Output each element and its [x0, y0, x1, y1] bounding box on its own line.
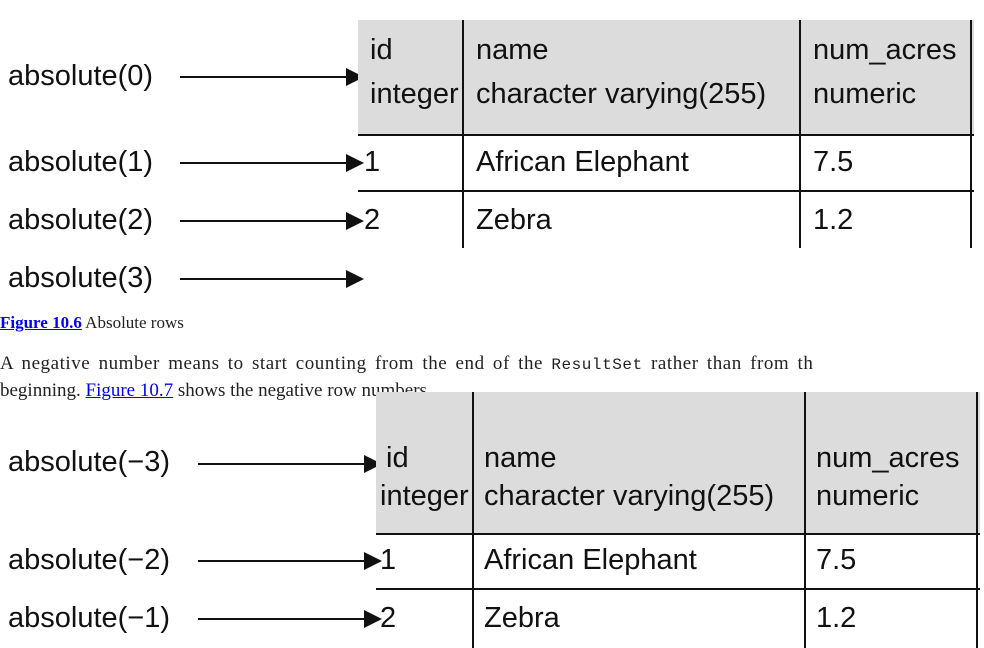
column-type-num-acres: numeric: [813, 78, 917, 110]
table-cell-id: 2: [380, 602, 397, 634]
column-divider: [970, 20, 972, 248]
arrow-label-absolute-3: absolute(3): [8, 262, 154, 294]
column-type-id: integer: [370, 78, 459, 110]
column-header-id: id: [370, 34, 393, 66]
result-set-table: id integer name character varying(255) n…: [358, 20, 974, 248]
arrow-line: [180, 278, 350, 280]
arrow-head-icon: [364, 610, 382, 628]
table-cell-id: 1: [380, 544, 397, 576]
inline-code: ResultSet: [551, 356, 643, 374]
figure-ref-link[interactable]: Figure 10.6: [0, 313, 82, 332]
arrow-label-absolute-0: absolute(0): [8, 60, 154, 92]
arrow-line: [198, 560, 368, 562]
table-cell-id: 2: [364, 204, 381, 236]
row-divider: [358, 190, 974, 192]
table-header: [376, 392, 980, 534]
arrow-line: [180, 76, 350, 78]
arrow-label-absolute-minus-2: absolute(−2): [8, 544, 171, 576]
column-header-num-acres: num_acres: [813, 34, 957, 66]
caption-text: Absolute rows: [85, 313, 184, 332]
paragraph-text: A negative number means to start countin…: [0, 353, 544, 374]
arrow-line: [180, 162, 350, 164]
column-header-name: name: [476, 34, 549, 66]
arrow-label-absolute-1: absolute(1): [8, 146, 154, 178]
arrow-label-absolute-minus-1: absolute(−1): [8, 602, 171, 634]
table-cell-name: African Elephant: [484, 544, 697, 576]
column-header-name: name: [484, 442, 557, 474]
paragraph-text: shows the negative row numbers.: [177, 380, 432, 401]
column-header-id: id: [386, 442, 409, 474]
paragraph-text: rather than from th: [651, 353, 814, 374]
column-type-name: character varying(255): [484, 480, 775, 512]
body-paragraph: A negative number means to start countin…: [0, 351, 984, 404]
column-type-id: integer: [380, 480, 469, 512]
negative-rows-figure: absolute(−3) absolute(−2) absolute(−1) i…: [0, 392, 984, 648]
table-cell-name: African Elephant: [476, 146, 689, 178]
arrow-label-absolute-minus-3: absolute(−3): [8, 446, 171, 478]
row-divider: [358, 134, 974, 136]
arrow-head-icon: [346, 154, 364, 172]
column-divider: [462, 20, 464, 248]
row-divider: [376, 588, 980, 590]
arrow-head-icon: [364, 552, 382, 570]
table-cell-num-acres: 1.2: [813, 204, 854, 236]
arrow-head-icon: [346, 270, 364, 288]
column-type-name: character varying(255): [476, 78, 767, 110]
table-cell-num-acres: 1.2: [816, 602, 857, 634]
arrow-label-absolute-2: absolute(2): [8, 204, 154, 236]
arrow-head-icon: [346, 212, 364, 230]
column-header-num-acres: num_acres: [816, 442, 960, 474]
row-divider: [376, 533, 980, 535]
result-set-table: id integer name character varying(255) n…: [376, 392, 980, 648]
table-cell-name: Zebra: [476, 204, 552, 236]
table-cell-id: 1: [364, 146, 381, 178]
paragraph-text: beginning.: [0, 380, 81, 401]
column-divider: [799, 20, 801, 248]
column-divider: [472, 392, 474, 648]
table-cell-name: Zebra: [484, 602, 560, 634]
column-divider: [976, 392, 978, 648]
column-divider: [804, 392, 806, 648]
column-type-num-acres: numeric: [816, 480, 920, 512]
figure-ref-link[interactable]: Figure 10.7: [85, 380, 174, 401]
table-cell-num-acres: 7.5: [816, 544, 857, 576]
arrow-line: [198, 463, 368, 465]
figure-caption: Figure 10.6 Absolute rows: [0, 313, 184, 333]
table-cell-num-acres: 7.5: [813, 146, 854, 178]
table-header: [358, 20, 974, 135]
arrow-line: [198, 618, 368, 620]
arrow-line: [180, 220, 350, 222]
absolute-rows-figure: absolute(0) absolute(1) absolute(2) abso…: [0, 0, 984, 305]
